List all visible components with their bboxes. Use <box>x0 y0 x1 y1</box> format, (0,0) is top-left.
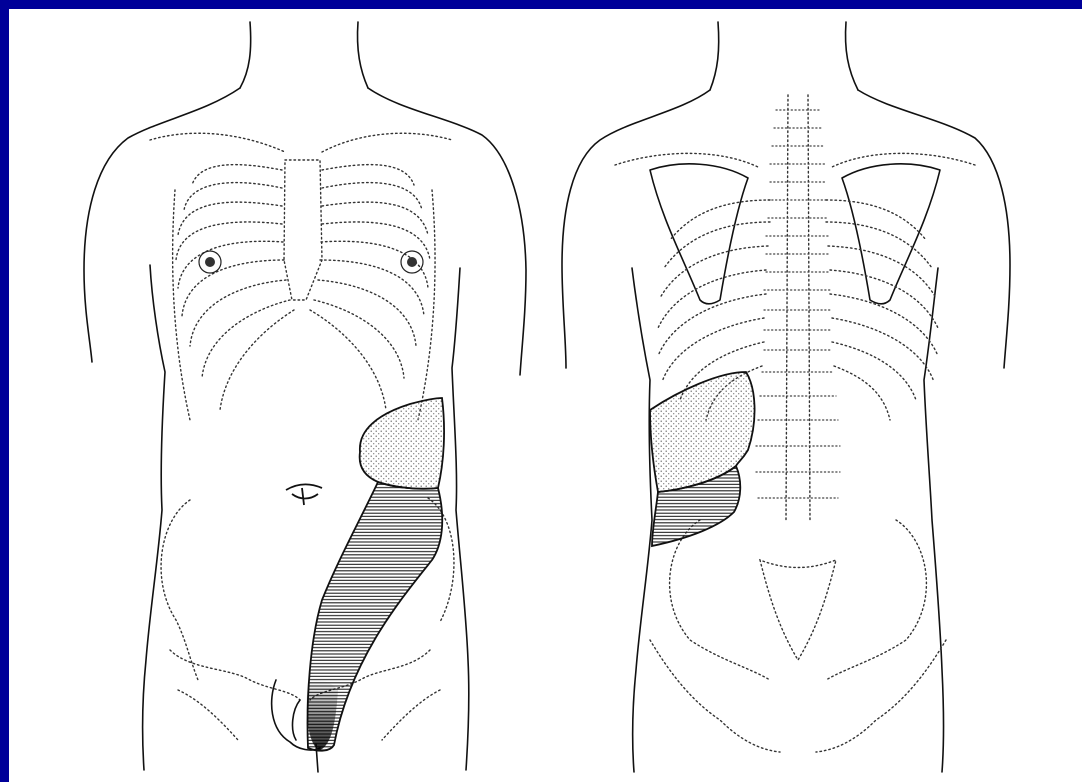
nipple-right <box>401 251 423 273</box>
sacrum <box>760 560 836 660</box>
back-arm-inner-left <box>632 268 652 772</box>
nipple-left <box>199 251 221 273</box>
navel <box>286 484 322 505</box>
back-hip-left <box>650 640 780 752</box>
clavicle-right <box>322 133 452 152</box>
back-hip-right <box>816 640 946 752</box>
iliac-crest-left <box>161 500 198 680</box>
back-body-outline-right <box>858 90 1010 368</box>
anterior-view <box>84 22 526 772</box>
back-ribs-right <box>826 200 938 420</box>
body-outline-right <box>368 88 526 375</box>
rib-cage-left <box>173 165 294 420</box>
arm-inner-right <box>452 268 469 770</box>
neck-outline-left <box>240 22 251 88</box>
scapula-left <box>650 164 748 304</box>
back-body-outline-left <box>562 90 710 368</box>
scapular-spine-right <box>830 153 975 168</box>
figure-frame <box>9 9 1082 782</box>
back-neck-left <box>710 22 719 90</box>
referred-pain-diagram <box>9 9 1082 782</box>
spine <box>756 95 840 520</box>
back-arm-inner-right <box>924 268 944 772</box>
posterior-view <box>562 22 1010 772</box>
sternum <box>284 160 322 300</box>
arm-inner-left <box>143 265 165 770</box>
back-iliac-left <box>670 520 770 680</box>
clavicle-left <box>150 133 285 152</box>
scapula-right <box>842 164 940 304</box>
neck-outline-right <box>357 22 368 88</box>
back-iliac-right <box>826 520 926 680</box>
pelvis-lower <box>170 650 430 700</box>
rib-cage-right <box>310 165 435 420</box>
stippled-region-front <box>360 398 444 489</box>
body-outline-left <box>84 88 240 362</box>
hip-left <box>178 690 238 740</box>
scapular-spine-left <box>615 153 760 168</box>
hip-right <box>382 690 440 740</box>
back-neck-right <box>846 22 859 90</box>
